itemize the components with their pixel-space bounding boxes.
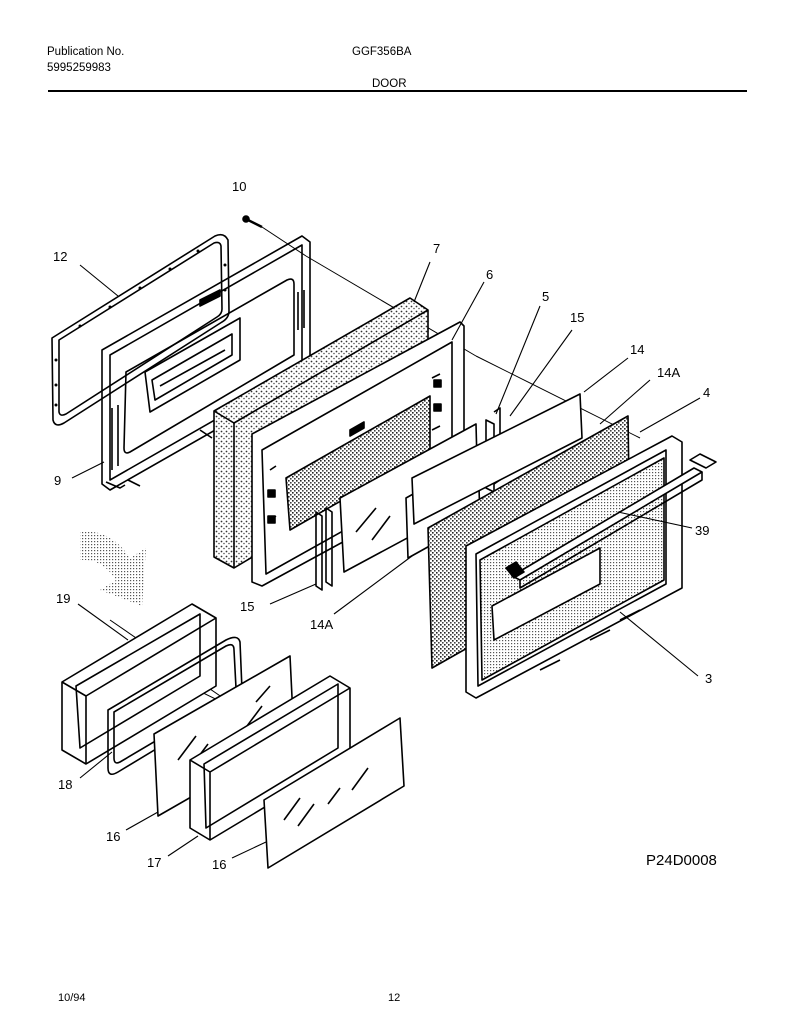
callout-15-top: 15 [570, 310, 585, 325]
diagram-code: P24D0008 [646, 852, 717, 869]
callout-10: 10 [232, 179, 247, 194]
callout-17: 17 [147, 855, 162, 870]
callout-14a-right: 14A [657, 365, 681, 380]
insert-arrow-icon [80, 531, 146, 606]
handle-part-39 [505, 453, 717, 589]
baffle-part-14 [411, 393, 583, 525]
callout-15-bottom: 15 [240, 599, 255, 614]
footer-date: 10/94 [58, 992, 86, 1004]
glass-frame-part-17 [189, 675, 351, 841]
publication-label: Publication No. [47, 46, 125, 58]
callout-16-bottom: 16 [212, 857, 227, 872]
bracket-part-15-lower [315, 507, 333, 591]
model-number: GGF356BA [352, 46, 412, 58]
callout-18: 18 [58, 777, 73, 792]
callout-39: 39 [695, 523, 710, 538]
page-number: 12 [388, 992, 401, 1004]
screw-part-10 [242, 215, 263, 229]
callout-16-left: 16 [106, 829, 121, 844]
callout-5: 5 [542, 289, 550, 304]
section-title: DOOR [372, 78, 407, 90]
callout-14: 14 [630, 342, 645, 357]
callout-7: 7 [433, 241, 441, 256]
glass-pane-part-16-bottom [263, 717, 405, 869]
callout-12: 12 [53, 249, 68, 264]
callout-14a-bottom: 14A [310, 617, 334, 632]
callout-3: 3 [705, 671, 713, 686]
callout-19: 19 [56, 591, 71, 606]
callout-9: 9 [54, 473, 62, 488]
publication-number: 5995259983 [47, 62, 111, 74]
callout-6: 6 [486, 267, 494, 282]
door-gasket-part-12 [51, 233, 230, 426]
door-liner-part-6 [251, 321, 465, 587]
glass-pack-part-19 [61, 603, 217, 765]
callout-4: 4 [703, 385, 711, 400]
leader-lines [71, 261, 701, 859]
header-rule [48, 90, 747, 92]
